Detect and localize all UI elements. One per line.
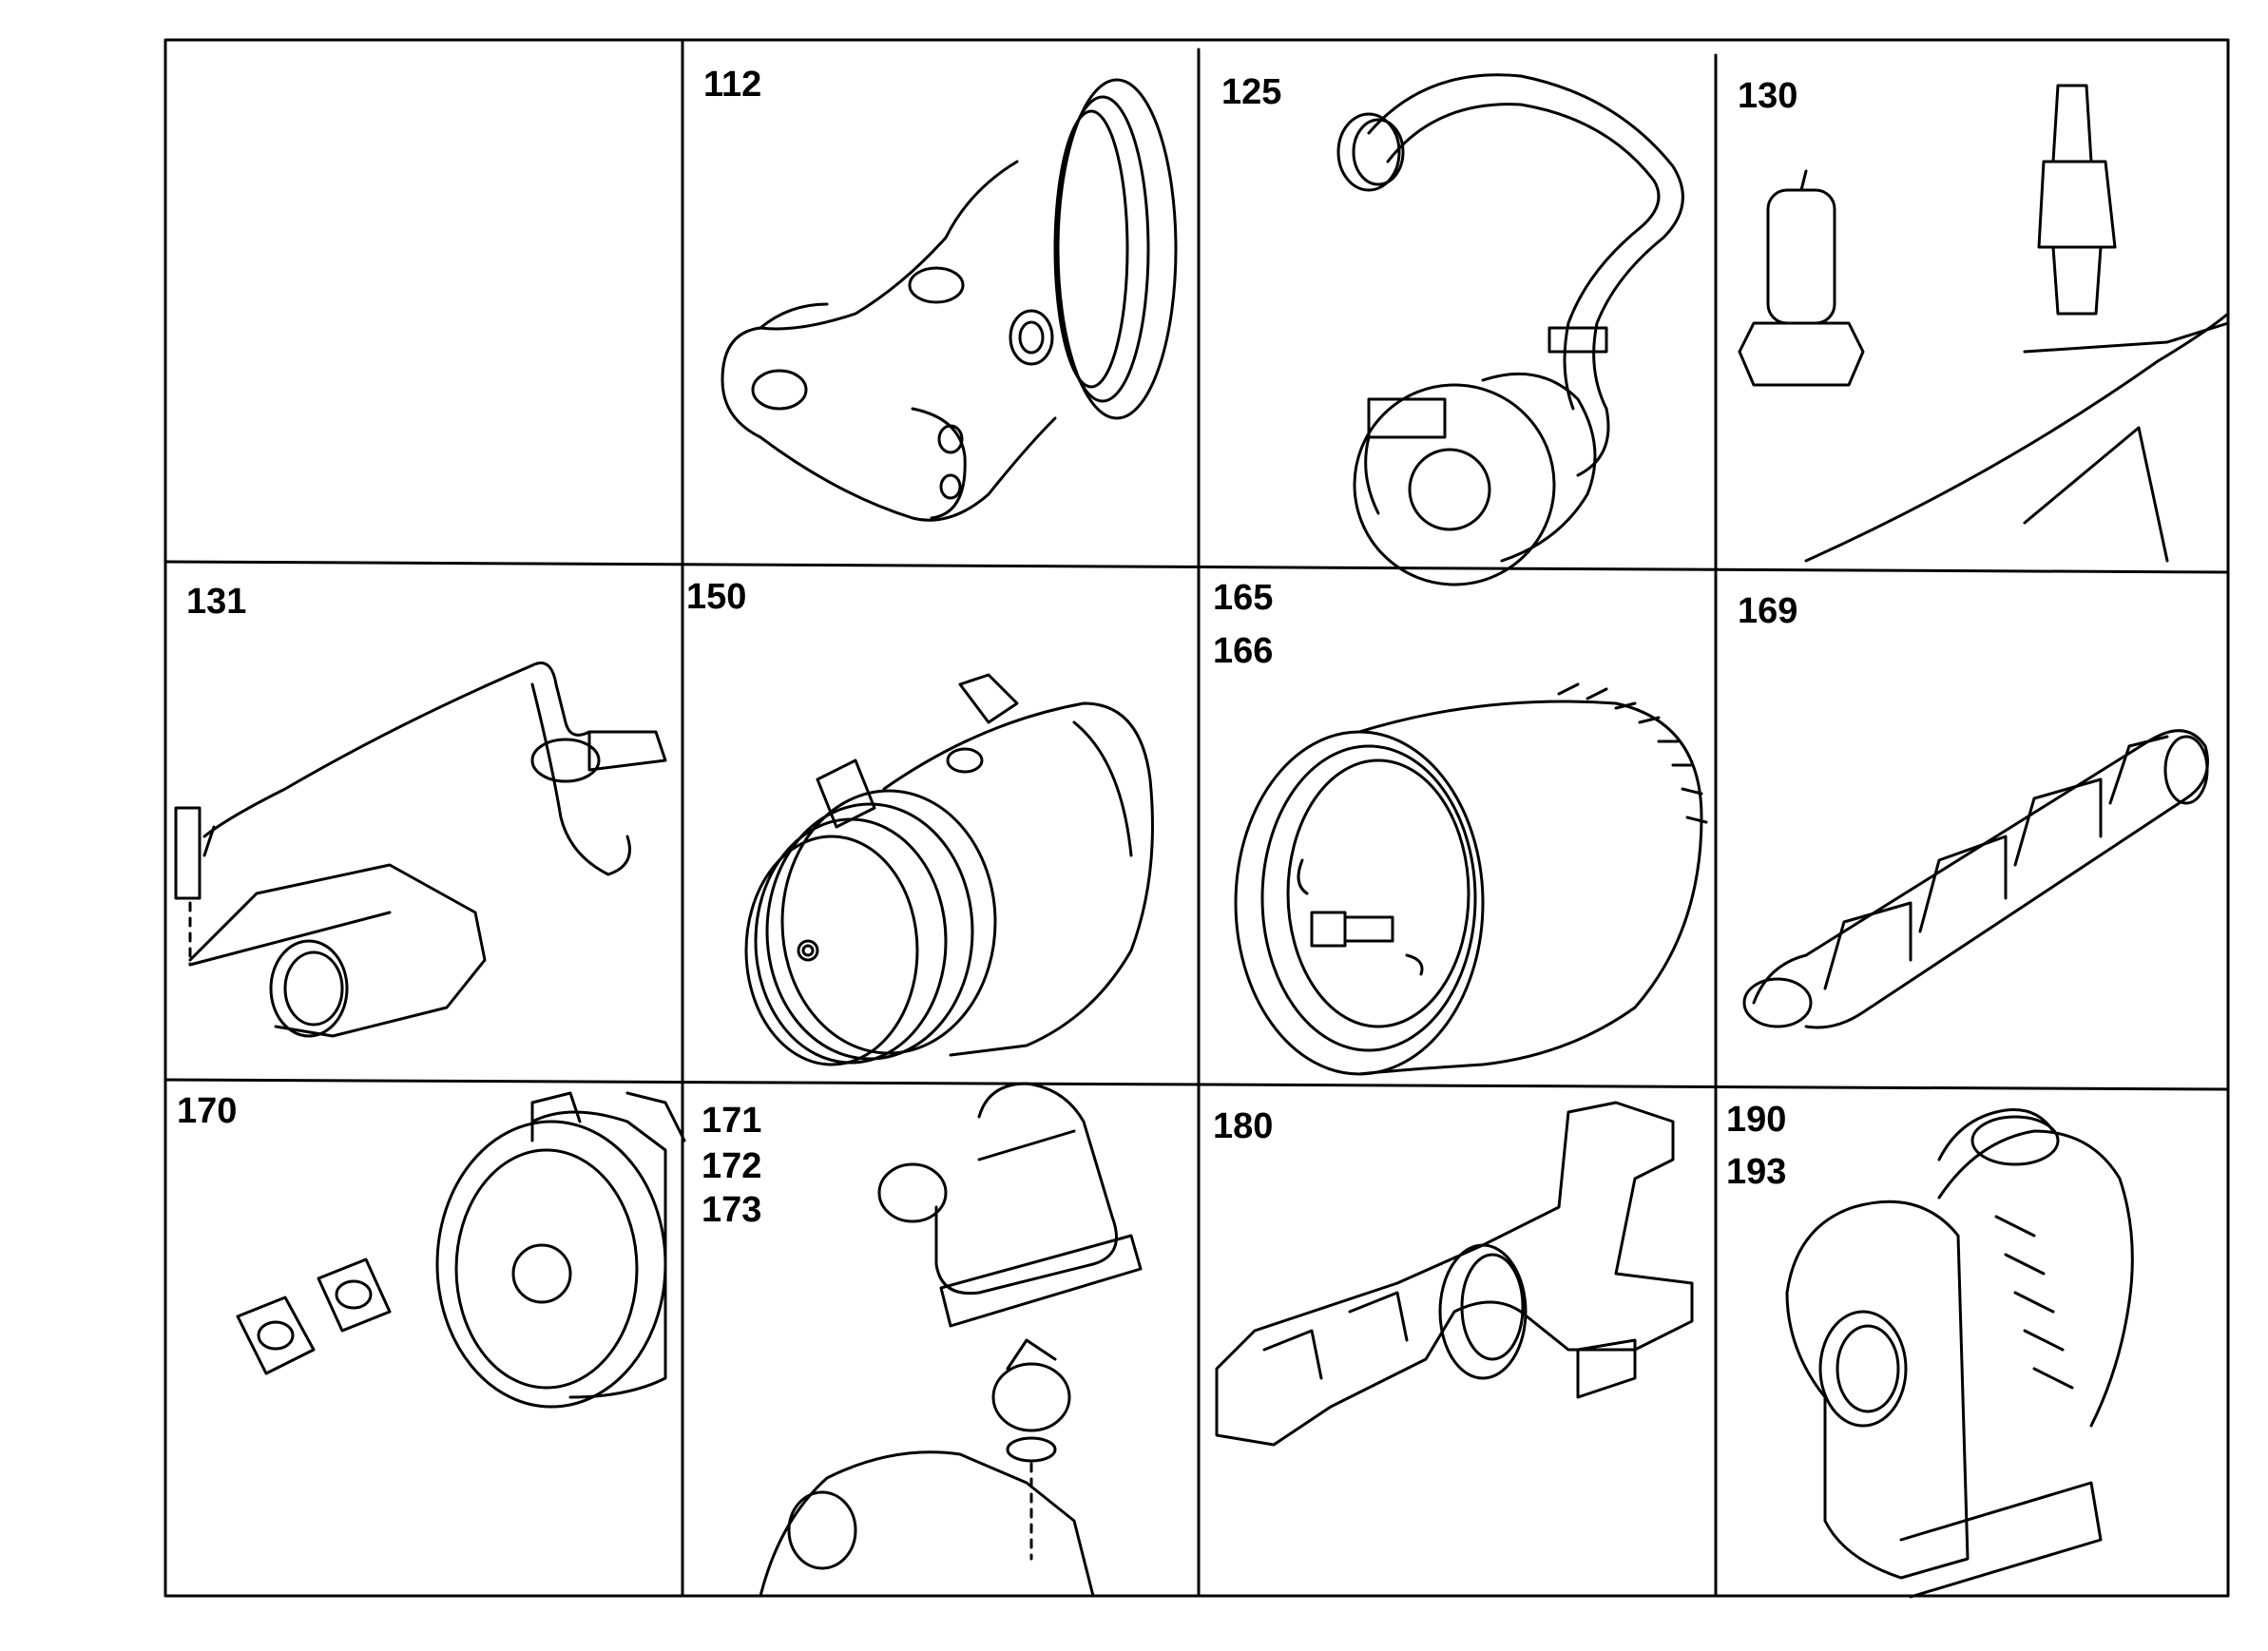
cell-label-130: 130 xyxy=(1738,76,1798,116)
part-131-drawing xyxy=(174,662,667,1038)
part-171-drawing xyxy=(759,1082,1143,1598)
cell-label-180: 180 xyxy=(1213,1106,1274,1146)
cell-label-190: 190 xyxy=(1726,1100,1787,1140)
cell-label-173: 173 xyxy=(702,1190,762,1230)
cell-label-170: 170 xyxy=(177,1091,238,1131)
cell-label-171: 171 xyxy=(702,1101,762,1141)
cell-label-150: 150 xyxy=(686,577,747,617)
part-180-drawing xyxy=(1215,1101,1694,1447)
part-170-drawing xyxy=(236,1091,686,1409)
part-130-drawing xyxy=(1738,84,2230,563)
cell-label-165: 165 xyxy=(1213,578,1274,618)
part-112-drawing xyxy=(721,78,1178,522)
part-125-drawing xyxy=(1336,73,1684,586)
cell-label-169: 169 xyxy=(1738,591,1798,631)
cell-label-131: 131 xyxy=(186,582,247,622)
part-150-drawing xyxy=(744,673,1154,1066)
part-165-drawing xyxy=(1234,682,1708,1076)
cell-label-193: 193 xyxy=(1726,1152,1787,1192)
grid-lines xyxy=(163,38,2230,1598)
cell-label-166: 166 xyxy=(1213,631,1274,671)
cell-label-172: 172 xyxy=(702,1146,762,1186)
part-190-drawing xyxy=(1785,1108,2134,1599)
cell-label-125: 125 xyxy=(1221,72,1282,112)
cell-label-112: 112 xyxy=(703,65,762,105)
part-169-drawing xyxy=(1742,729,2209,1029)
